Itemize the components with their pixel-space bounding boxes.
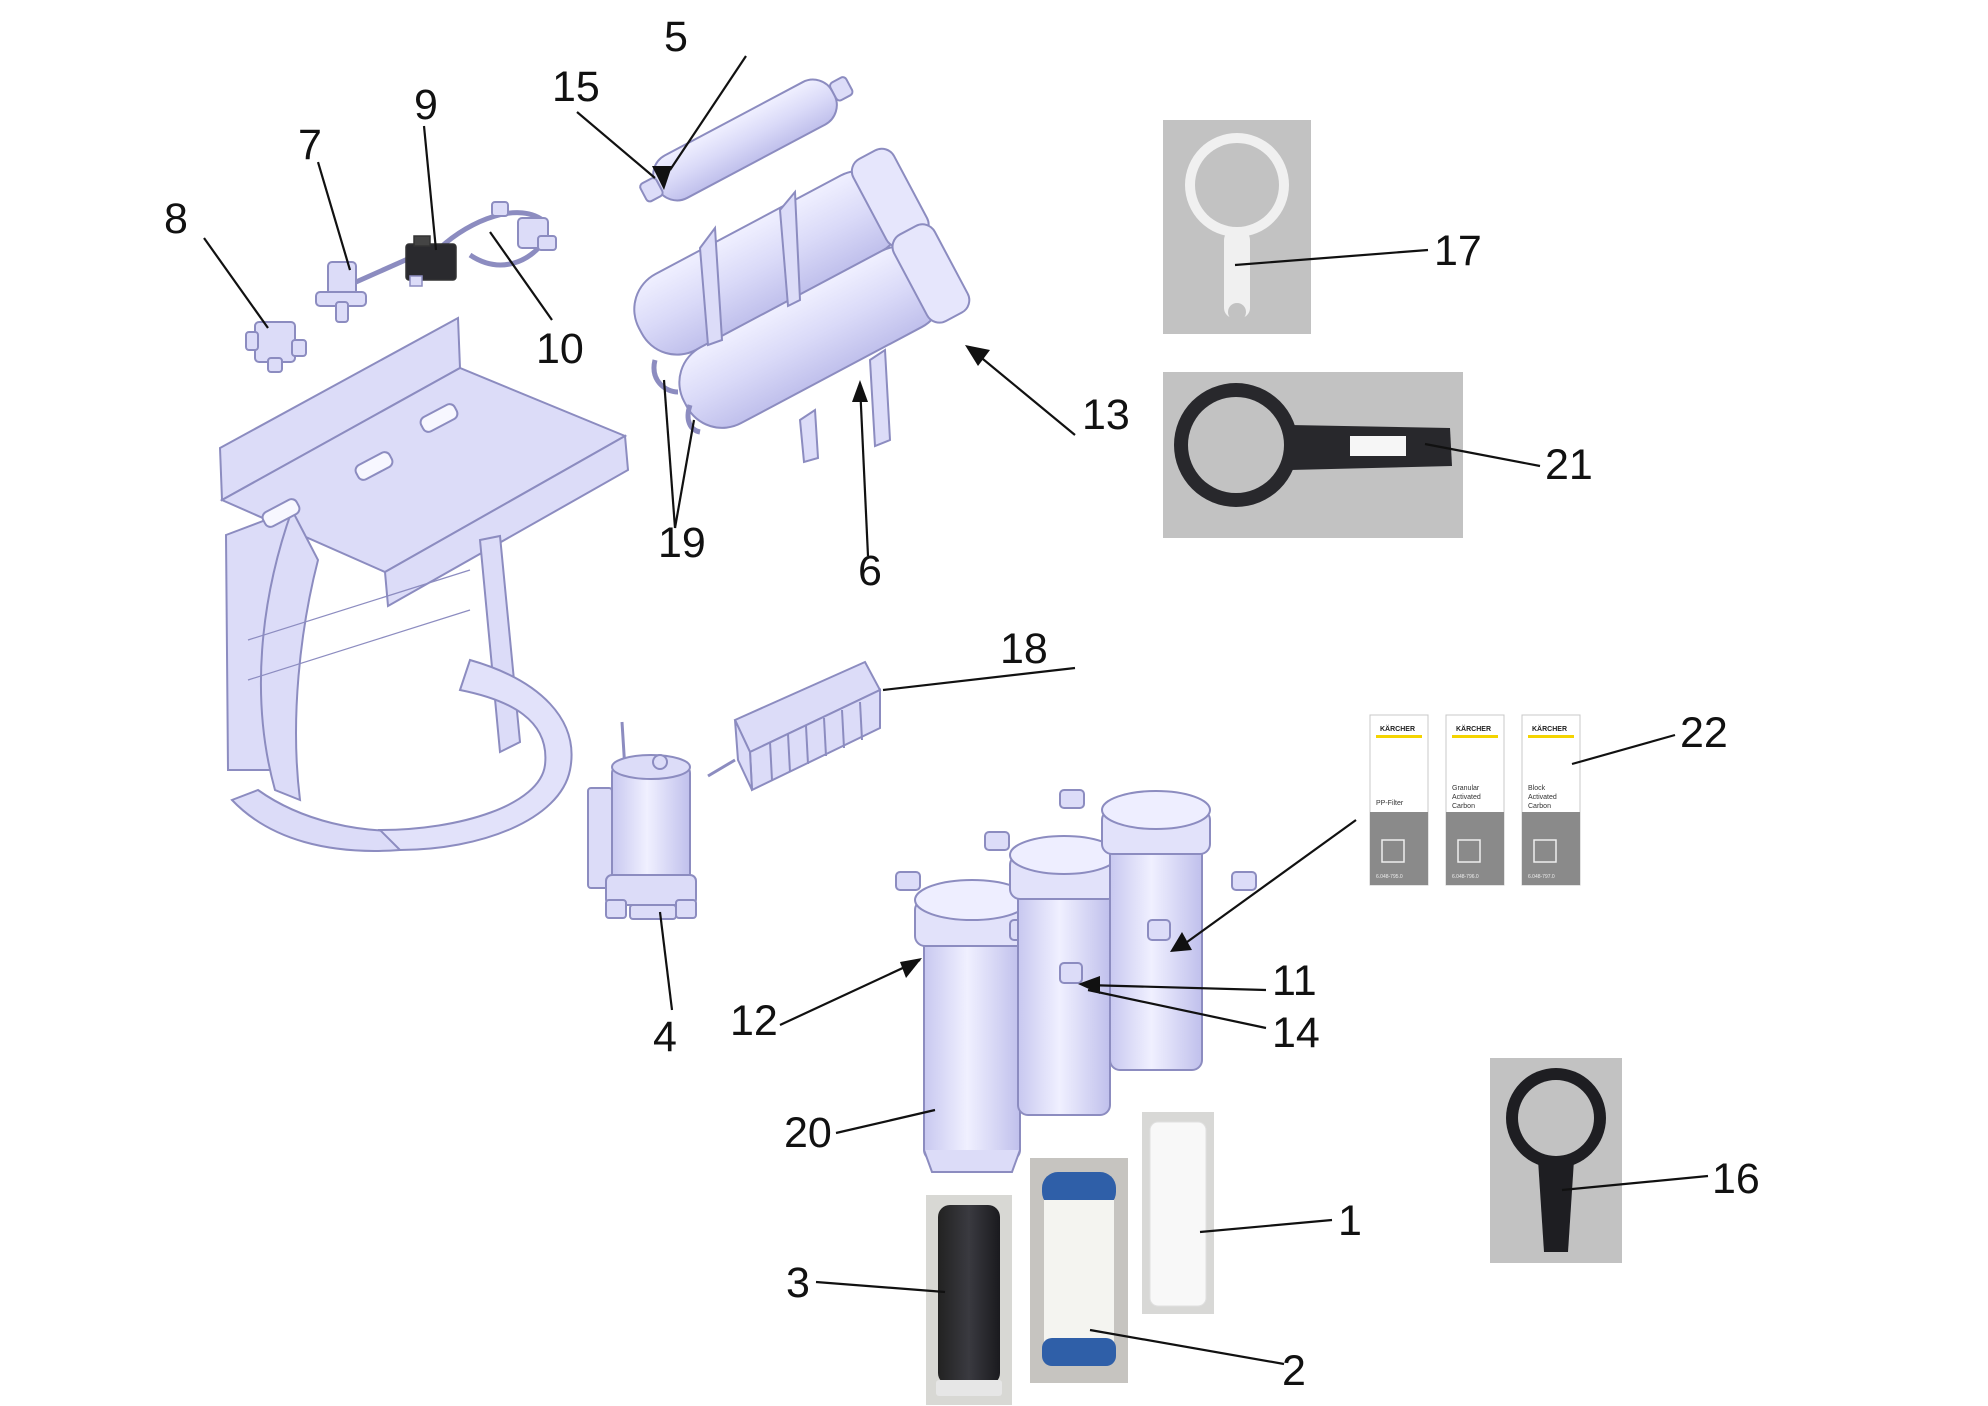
pkg-name-3a: Block <box>1528 785 1546 792</box>
callout-21: 21 <box>1545 441 1593 489</box>
part-21-membrane-wrench <box>1163 372 1463 538</box>
callout-22: 22 <box>1680 709 1728 757</box>
callout-8: 8 <box>164 195 188 243</box>
part-12-20-filter-housing-front <box>914 879 1035 1173</box>
callout-18: 18 <box>1000 625 1048 673</box>
part-9-solenoid <box>405 235 457 287</box>
leader-lines <box>203 55 1709 1366</box>
callout-6: 6 <box>858 547 882 595</box>
callout-11: 11 <box>1272 957 1317 1005</box>
callout-19: 19 <box>658 519 706 567</box>
part-17-housing-wrench <box>1163 120 1311 334</box>
callout-5: 5 <box>664 13 688 61</box>
part-3-carbon-block-cartridge <box>926 1195 1012 1405</box>
part-8-valve <box>245 321 307 373</box>
callout-16: 16 <box>1712 1155 1760 1203</box>
part-22-filter-package-granular: KÄRCHER Granular Activated Carbon 6.048-… <box>1445 714 1505 886</box>
pkg-code-2: 6.048-796.0 <box>1452 874 1479 880</box>
part-22-filter-package-pp: KÄRCHER PP-Filter 6.048-795.0 <box>1369 714 1429 886</box>
callout-3: 3 <box>786 1259 810 1307</box>
part-2-granular-carbon-cartridge <box>1030 1158 1128 1383</box>
part-4-pump <box>587 721 697 920</box>
part-11-filter-housing-middle <box>1009 835 1119 1116</box>
part-7-9-10-valve-assembly <box>315 201 557 323</box>
pkg-code-3: 6.048-797.0 <box>1528 874 1555 880</box>
part-18-power-supply <box>707 660 882 792</box>
callout-7: 7 <box>298 121 322 169</box>
pkg-brand-1: KÄRCHER <box>1380 725 1415 733</box>
callout-4: 4 <box>653 1013 677 1061</box>
pkg-name-1: PP-Filter <box>1376 800 1404 807</box>
callout-10: 10 <box>536 325 584 373</box>
arrowheads <box>652 166 1192 994</box>
pkg-brand-3: KÄRCHER <box>1532 725 1567 733</box>
callout-12: 12 <box>730 997 778 1045</box>
callout-20: 20 <box>784 1109 832 1157</box>
part-6-ro-membrane-housings <box>633 147 971 464</box>
callout-13: 13 <box>1082 391 1130 439</box>
part-1-pp-sediment-cartridge <box>1142 1112 1214 1314</box>
callout-9: 9 <box>414 81 438 129</box>
part-5-inline-filter <box>639 76 854 203</box>
pkg-name-2b: Activated <box>1452 794 1481 801</box>
part-11-filter-housing-back <box>1101 790 1211 1071</box>
callout-1: 1 <box>1338 1197 1362 1245</box>
pkg-name-2c: Carbon <box>1452 803 1475 810</box>
part-22-filter-package-block: KÄRCHER Block Activated Carbon 6.048-797… <box>1521 714 1581 886</box>
callout-2: 2 <box>1282 1347 1306 1395</box>
pkg-name-3b: Activated <box>1528 794 1557 801</box>
pkg-name-3c: Carbon <box>1528 803 1551 810</box>
callout-15: 15 <box>552 63 600 111</box>
pkg-name-2a: Granular <box>1452 785 1480 792</box>
filter-housing-fittings <box>895 789 1257 891</box>
pkg-brand-2: KÄRCHER <box>1456 725 1491 733</box>
pkg-code-1: 6.048-795.0 <box>1376 874 1403 880</box>
part-16-filter-wrench <box>1490 1058 1622 1263</box>
mounting-bracket <box>218 316 630 852</box>
callout-14: 14 <box>1272 1009 1320 1057</box>
callout-17: 17 <box>1434 227 1482 275</box>
